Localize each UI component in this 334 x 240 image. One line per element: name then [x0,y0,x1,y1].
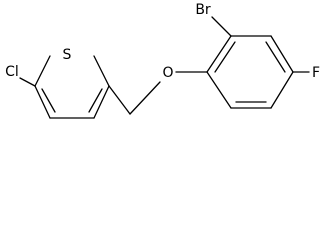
bond-s-c5 [34,55,51,87]
bond-s-c2 [93,55,110,87]
bond-c2-ch2 [108,85,131,115]
bond-c3-c2-inner [88,88,103,113]
bond-c3-c2 [93,85,110,119]
chlorine-atom-label: Cl [5,64,19,80]
sulfur-atom-label: S [63,47,72,63]
bond-c5-cl [19,77,36,87]
bond-c5-c4 [34,85,51,119]
bond-c5-c4-inner [41,88,56,113]
fluorine-atom-label: F [312,65,320,81]
bromine-atom-label: Br [195,2,211,18]
bond-ar1-ar2 [206,35,232,73]
oxygen-atom-label: O [162,65,173,81]
bond-ch2-o [129,81,161,115]
bond-ar3-ar4-inner [265,41,286,73]
benzene-ring [206,35,294,109]
chemical-structure-diagram: S Cl O Br F [5,2,320,119]
bond-ar1-ar2-inner [214,41,236,73]
bond-ar2-br [211,16,232,37]
bond-ar4-ar5 [270,71,294,109]
bond-ar3-ar4 [270,35,294,73]
bond-ar6-ar1 [206,71,232,109]
thiophene-ring [34,55,110,119]
